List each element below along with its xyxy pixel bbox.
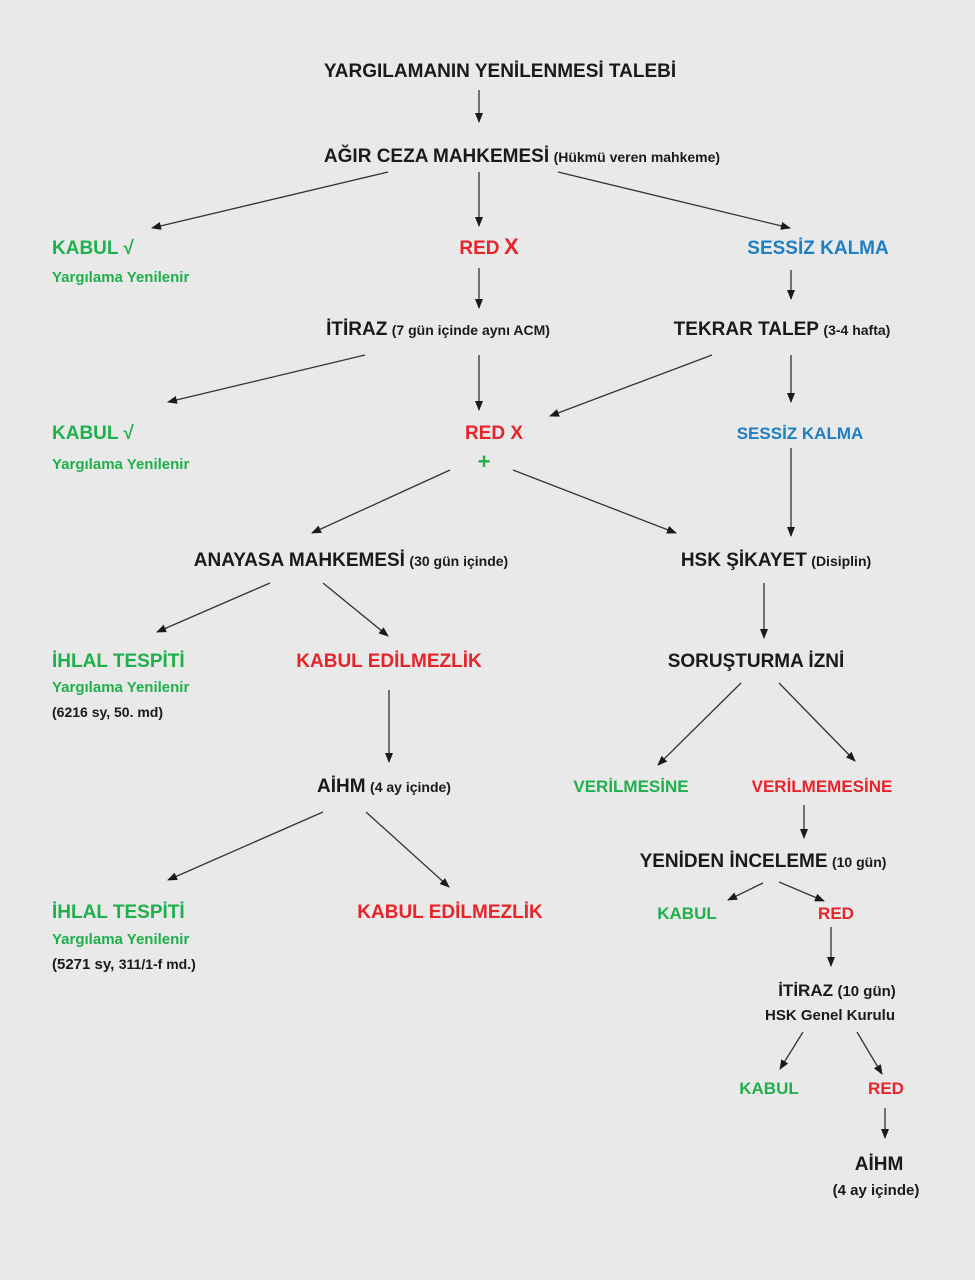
aihm-ihlal-sub: Yargılama Yenilenir — [52, 931, 190, 948]
level1-kabul-sub: Yargılama Yenilenir — [52, 269, 190, 286]
arrow-red-to-anayasa — [311, 469, 451, 534]
anayasa-node: ANAYASA MAHKEMESİ (30 gün içinde) — [194, 551, 508, 570]
yeniden-red: RED — [818, 904, 854, 923]
genelkurul-red: RED — [868, 1079, 904, 1098]
verilmesine: VERİLMESİNE — [573, 777, 689, 796]
aihm1-label: AİHM — [317, 776, 366, 797]
aym-kabul-edilmezlik: KABUL EDİLMEZLİK — [296, 651, 482, 672]
arrow-aihm-to-ihlal — [167, 811, 324, 881]
level1-sessiz: SESSİZ KALMA — [747, 238, 889, 259]
level1-kabul: KABUL √ — [52, 238, 134, 259]
hsk-node: HSK ŞİKAYET (Disiplin) — [681, 551, 871, 570]
level1-red: RED — [459, 238, 500, 259]
yeniden-node: YENİDEN İNCELEME (10 gün) — [640, 852, 887, 871]
itiraz1-node: İTİRAZ (7 gün içinde aynı ACM) — [326, 320, 550, 339]
tekrar-note: (3-4 hafta) — [823, 322, 891, 338]
aihm1-node: AİHM (4 ay içinde) — [317, 777, 451, 796]
aihm2-note: (4 ay içinde) — [832, 1182, 920, 1199]
acm-note: (Hükmü veren mahkeme) — [553, 149, 721, 165]
tekrar-label: TEKRAR TALEP — [673, 319, 819, 340]
arrow-acm-to-sessiz — [557, 171, 791, 230]
yeniden-note: (10 gün) — [831, 854, 887, 870]
genelkurul-kabul: KABUL — [739, 1079, 799, 1098]
arrow-yeniden-to-red — [778, 881, 825, 902]
arrow-itiraz-to-kabul — [167, 354, 366, 404]
aym-ihlal-sub: Yargılama Yenilenir — [52, 679, 190, 696]
hsk-genel-kurulu: HSK Genel Kurulu — [764, 1007, 896, 1024]
arrow-acm-to-kabul — [151, 171, 389, 230]
level2-red: RED X — [464, 423, 524, 444]
arrow-sorusturma-to-verilmesine — [657, 682, 742, 766]
arrow-tekrar-to-red — [549, 354, 713, 417]
plus-icon: + — [477, 449, 491, 474]
aihm1-note: (4 ay içinde) — [370, 779, 451, 795]
arrow-anayasa-to-ihlal — [156, 582, 271, 633]
aihm-ihlal-ref: (5271 sy, 311/1-f md.) — [52, 957, 196, 973]
arrow-aihm-to-kabul-edilmezlik — [365, 811, 450, 888]
aym-ihlal-ref: (6216 sy, 50. md) — [52, 704, 164, 720]
itiraz1-label: İTİRAZ — [326, 319, 388, 340]
aihm-ihlal-ref-a: (5271 sy, — [52, 956, 115, 973]
level1-red-node: RED X — [459, 234, 519, 259]
hsk-note: (Disiplin) — [811, 553, 872, 569]
arrow-anayasa-to-kabul-edilmezlik — [322, 582, 389, 637]
itiraz2-label: İTİRAZ — [778, 981, 833, 1000]
anayasa-label: ANAYASA MAHKEMESİ — [193, 550, 405, 571]
yeniden-kabul: KABUL — [657, 904, 717, 923]
itiraz1-note: (7 gün içinde aynı ACM) — [391, 322, 550, 338]
hsk-label: HSK ŞİKAYET — [680, 550, 807, 571]
tekrar-node: TEKRAR TALEP (3-4 hafta) — [674, 320, 891, 339]
level2-kabul-sub: Yargılama Yenilenir — [52, 456, 190, 473]
acm-label: AĞIR CEZA MAHKEMESİ — [323, 146, 550, 167]
diagram-title: YARGILAMANIN YENİLENMESİ TALEBİ — [323, 61, 677, 82]
aihm-ihlal: İHLAL TESPİTİ — [52, 902, 185, 923]
arrow-genelkurul-to-red — [856, 1031, 883, 1075]
arrow-red-to-hsk — [512, 469, 677, 534]
verilmemesine: VERİLMEMESİNE — [751, 777, 893, 796]
level2-sessiz: SESSİZ KALMA — [736, 424, 864, 443]
sorusturma-izni: SORUŞTURMA İZNİ — [667, 651, 845, 672]
itiraz2-note: (10 gün) — [837, 983, 896, 1000]
aihm-ihlal-ref-b: 311/1-f md.) — [118, 956, 196, 972]
x-mark-icon: X — [503, 234, 519, 259]
yeniden-label: YENİDEN İNCELEME — [639, 851, 828, 872]
arrow-yeniden-to-kabul — [727, 882, 764, 901]
aihm-kabul-edilmezlik: KABUL EDİLMEZLİK — [357, 902, 543, 923]
acm-node: AĞIR CEZA MAHKEMESİ (Hükmü veren mahkeme… — [324, 147, 720, 166]
itiraz2-node: İTİRAZ (10 gün) — [778, 982, 896, 1000]
arrow-genelkurul-to-kabul — [779, 1031, 804, 1070]
anayasa-note: (30 gün içinde) — [409, 553, 509, 569]
aym-ihlal: İHLAL TESPİTİ — [52, 651, 185, 672]
arrow-sorusturma-to-verilmemesine — [778, 682, 856, 762]
aihm2-label: AİHM — [854, 1154, 904, 1175]
level2-kabul: KABUL √ — [52, 423, 134, 444]
